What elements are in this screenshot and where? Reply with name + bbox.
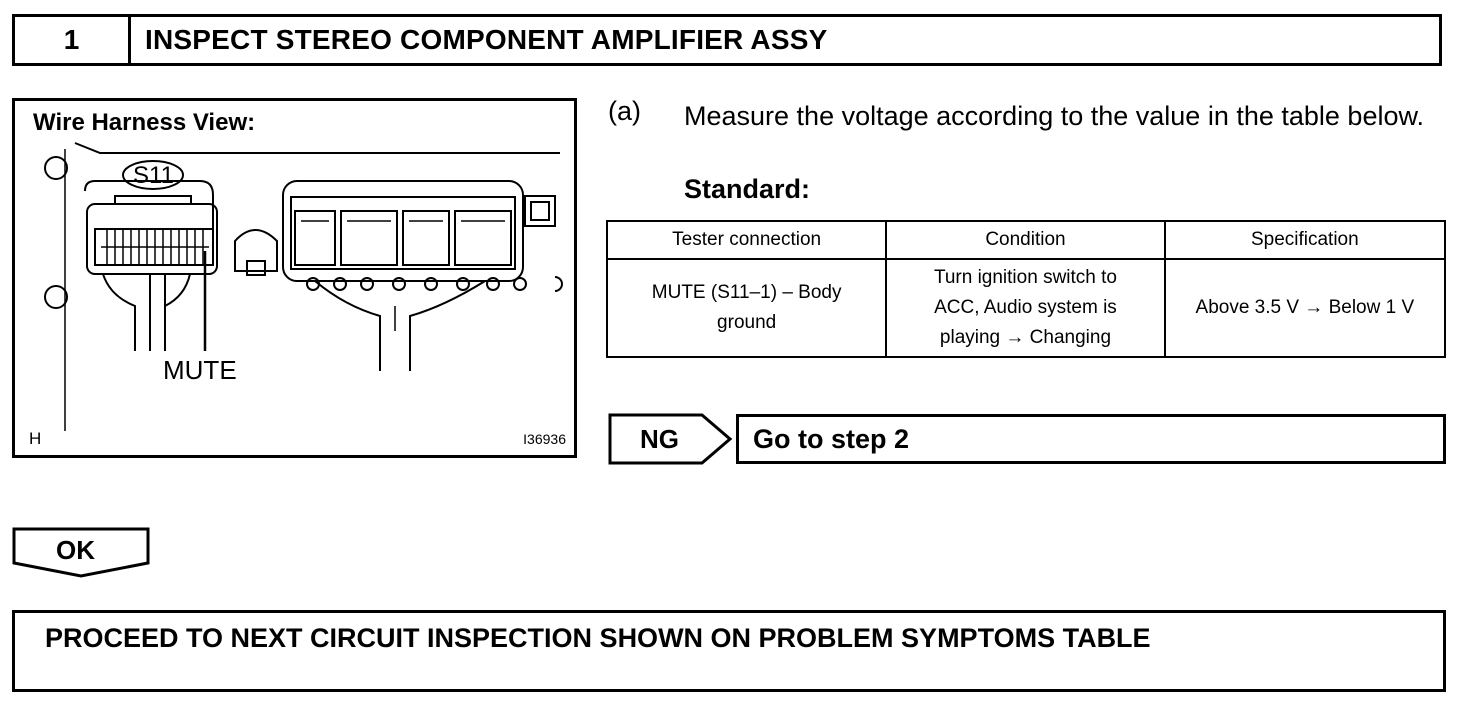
wire-harness-figure: Wire Harness View: S11 MUTE H I36936 — [12, 98, 577, 458]
table-header-cell: Specification — [1163, 220, 1447, 260]
connector-illustration — [44, 142, 563, 431]
ng-label: NG — [640, 424, 679, 454]
spec-table: Tester connection Condition Specificatio… — [605, 220, 1447, 358]
standard-label: Standard: — [684, 174, 811, 204]
table-cell: Turn ignition switch to ACC, Audio syste… — [885, 258, 1166, 358]
ok-arrow-tag — [12, 527, 150, 578]
step-number: 1 — [15, 17, 131, 63]
table-header-cell: Condition — [885, 220, 1166, 260]
instruction-text: Measure the voltage according to the val… — [684, 101, 1424, 131]
connector-label: S11 — [133, 162, 174, 189]
table-cell: MUTE (S11–1) – Body ground — [605, 258, 888, 358]
step-header: 1 INSPECT STEREO COMPONENT AMPLIFIER ASS… — [12, 14, 1442, 66]
table-row: MUTE (S11–1) – Body ground Turn ignition… — [605, 258, 1447, 358]
mute-pin-label: MUTE — [163, 355, 237, 385]
table-header-cell: Tester connection — [605, 220, 888, 260]
ng-arrow-tag — [608, 413, 733, 465]
table-header-row: Tester connection Condition Specificatio… — [605, 220, 1447, 260]
table-cell: Above 3.5 V → Below 1 V — [1163, 258, 1447, 358]
proceed-box: PROCEED TO NEXT CIRCUIT INSPECTION SHOWN… — [12, 610, 1446, 692]
figure-corner-letter: H — [29, 429, 42, 448]
instruction-letter: (a) — [608, 96, 641, 126]
ok-label: OK — [56, 535, 95, 565]
figure-title: Wire Harness View: — [33, 109, 256, 136]
step-title: INSPECT STEREO COMPONENT AMPLIFIER ASSY — [145, 24, 828, 55]
ng-action-box: Go to step 2 — [736, 414, 1446, 464]
figure-id: I36936 — [523, 431, 566, 447]
